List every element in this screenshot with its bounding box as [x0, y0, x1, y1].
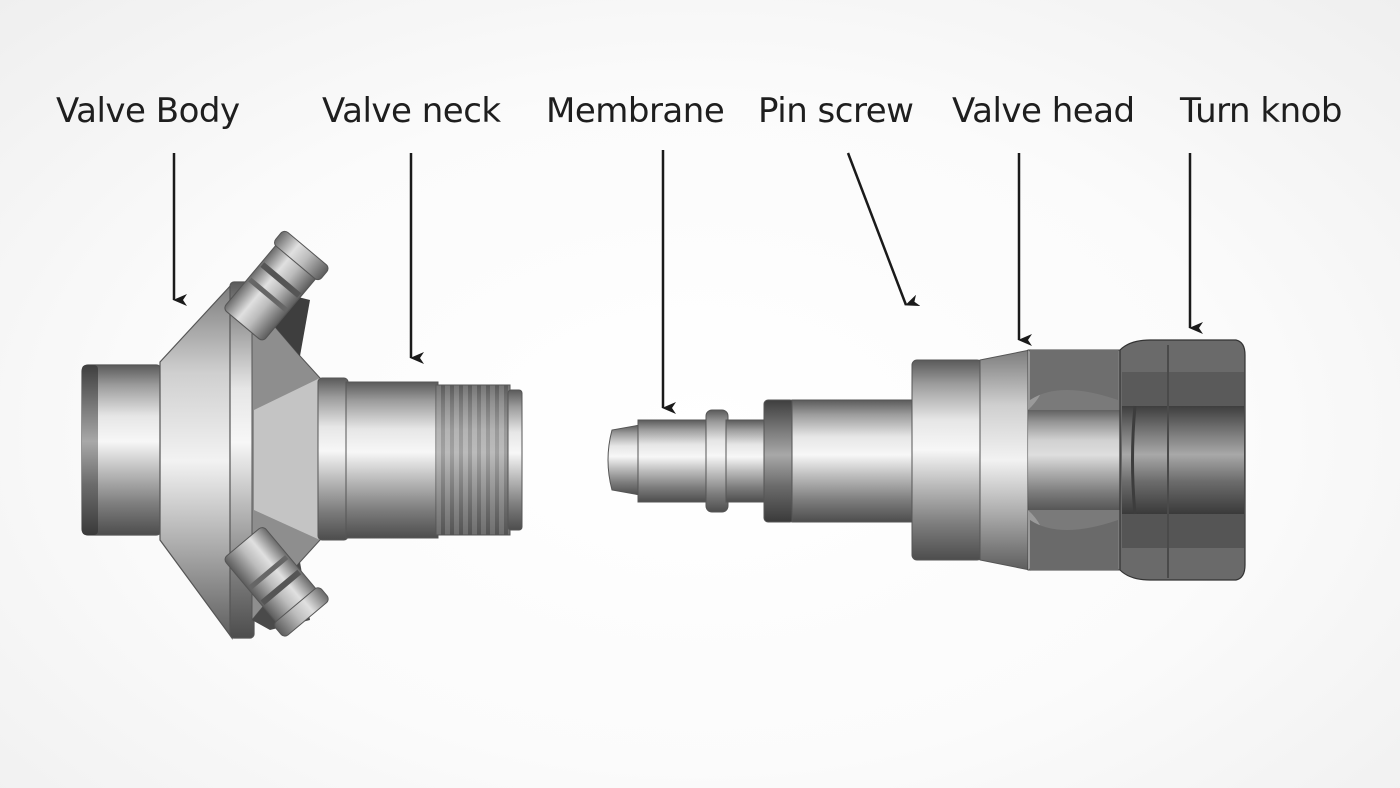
label-pin-screw: Pin screw — [758, 91, 914, 131]
label-membrane: Membrane — [546, 91, 725, 131]
leader-arrows — [172, 150, 1203, 414]
label-valve-head: Valve head — [952, 91, 1135, 131]
pin-screw-part — [791, 399, 915, 523]
membrane-part — [607, 399, 795, 523]
label-turn-knob: Turn knob — [1180, 91, 1343, 131]
label-valve-body: Valve Body — [56, 91, 240, 131]
valve-body-part — [81, 230, 329, 640]
turn-knob-part — [1119, 339, 1246, 581]
valve-neck-part — [317, 377, 523, 541]
valve-head-part — [911, 349, 1121, 571]
label-valve-neck: Valve neck — [322, 91, 501, 131]
arrow-pin-screw — [846, 152, 921, 306]
